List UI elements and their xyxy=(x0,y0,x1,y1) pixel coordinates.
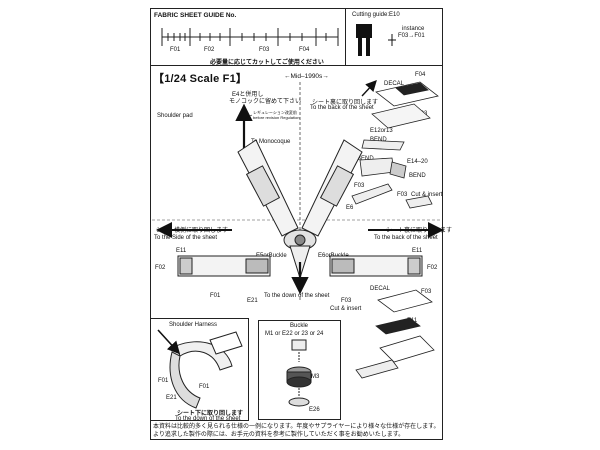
f03-low: F03 xyxy=(341,298,352,304)
decal-sheets-low xyxy=(355,289,435,379)
back-top-jp: シート裏に取り回します xyxy=(312,100,379,106)
decal-top: DECAL xyxy=(384,81,405,87)
to-monocoque: To Monocoque xyxy=(251,139,291,145)
lap-straps xyxy=(177,255,423,277)
harness-f01-a: F01 xyxy=(158,378,169,384)
shoulder-harness-box xyxy=(150,318,249,421)
bend-parts xyxy=(351,139,433,209)
instance-value: F03→F01 xyxy=(398,33,425,39)
shoulder-straps xyxy=(237,139,363,237)
footer-note: 本資料は比較的多く見られる仕様の一例になります。年度やサプライヤーにより様々な仕… xyxy=(153,423,441,439)
e11-left: E11 xyxy=(176,248,187,254)
shoulder-pad-label: Shoulder pad xyxy=(157,113,193,119)
f03-mid: F03 xyxy=(354,183,365,189)
e12-or-13: E12or13 xyxy=(370,128,393,134)
harness-en: To the down of the sheet xyxy=(175,416,241,422)
cut-insert-1: Cut & insert xyxy=(411,192,443,198)
header-divider xyxy=(345,8,346,66)
harness-jp: シート下に取り回します xyxy=(177,411,244,417)
instance-label: instance xyxy=(402,26,425,32)
harness-f01-b: F01 xyxy=(199,384,210,390)
harness-drawing xyxy=(169,331,243,409)
e21-label: E21 xyxy=(247,298,258,304)
down-en: To the down of the sheet xyxy=(264,293,330,299)
buckle-drawing xyxy=(286,339,312,407)
buckle-box xyxy=(258,320,341,420)
buckle-title: Buckle xyxy=(290,323,309,329)
bend-label-3: BEND xyxy=(409,173,426,179)
e11-right: E11 xyxy=(412,248,423,254)
decal-low: DECAL xyxy=(370,286,391,292)
side-en: To the Side of the sheet xyxy=(154,235,218,241)
guide-title: FABRIC SHEET GUIDE No. xyxy=(154,12,237,19)
e14-20: E14–20 xyxy=(407,159,428,165)
back-right-en: To the back of the sheet xyxy=(374,235,438,241)
back-top-en: To the back of the sheet xyxy=(310,105,374,111)
footer-line-2: より追求した製作の際には、お手元の資料を参考に製作していただく事をお勧めいたしま… xyxy=(153,432,405,438)
e4-note-2: モノコックに留めて下さい xyxy=(229,99,302,105)
e5-buckle: E5orBuckle xyxy=(256,253,287,259)
f04-label: F04 xyxy=(415,72,426,78)
footer-line-1: 本資料は比較的多く見られる仕様の一例になります。年度やサプライヤーにより様々な仕… xyxy=(153,424,440,430)
header-band xyxy=(150,8,443,66)
decal-sheets-top xyxy=(371,81,439,129)
f01-label: F01 xyxy=(210,293,221,299)
buckle-m3: M3 xyxy=(311,374,320,380)
scale-title: 【1/24 Scale F1】 xyxy=(153,73,248,85)
revision-note-2: before revision Regulation xyxy=(253,115,300,120)
harness-e21: E21 xyxy=(166,395,177,401)
f02-left: F02 xyxy=(155,265,166,271)
ruler-label-f02: F02 xyxy=(204,47,215,53)
ruler-label-f03: F03 xyxy=(259,47,270,53)
harness-title: Shoulder Harness xyxy=(169,322,218,328)
f02-right: F02 xyxy=(427,265,438,271)
era-label: ←Mid–1990s→ xyxy=(284,73,329,80)
cutting-guide: Cutting guide:E10 xyxy=(352,12,400,18)
bend-label-1: BEND xyxy=(370,137,387,143)
e6-label: E6 xyxy=(346,205,354,211)
buckle-parts: M1 or E22 or 23 or 24 xyxy=(265,331,324,337)
buckle-e26: E26 xyxy=(309,407,320,413)
ruler-label-f04: F04 xyxy=(299,47,310,53)
e4-note-1: E4と併用し xyxy=(232,92,264,98)
cut-note: 必要量に応じてカットしてご使用ください xyxy=(210,60,324,66)
fabric-ruler xyxy=(161,28,339,46)
cutting-guide-icon xyxy=(356,24,396,56)
cut-insert-2: Cut & insert xyxy=(330,306,362,312)
revision-note-1: レギュレーション改変前 xyxy=(253,110,297,115)
bend-label-2: BEND xyxy=(357,156,374,162)
ruler-label-f01: F01 xyxy=(170,47,181,53)
f03-mid2: F03 xyxy=(397,192,408,198)
f03-low-right: F03 xyxy=(421,289,432,295)
